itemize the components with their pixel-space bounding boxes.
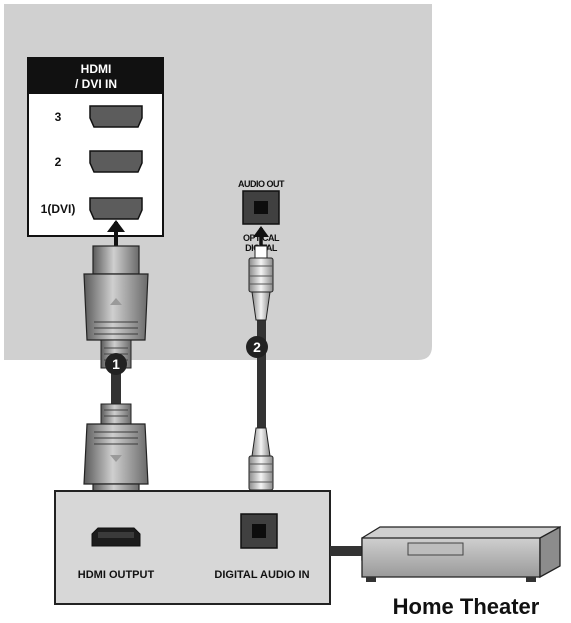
- hdmi-cable: 1: [83, 220, 149, 532]
- device-connector-bar: [330, 546, 362, 556]
- hdmi-port-3-label: 3: [55, 110, 62, 124]
- digital-audio-in-port: [240, 513, 278, 549]
- hdmi-port-3-socket: [89, 105, 143, 128]
- hdmi-port-2: 2: [55, 150, 143, 173]
- hdmi-header-line2: / DVI IN: [75, 77, 117, 91]
- step-1-number: 1: [112, 356, 120, 372]
- hdmi-port-2-label: 2: [55, 155, 62, 169]
- optical-plug-upper: [248, 226, 274, 321]
- hdmi-port-1-socket: [89, 197, 143, 220]
- device-back-panel: [54, 490, 331, 605]
- digital-audio-in-label: DIGITAL AUDIO IN: [214, 569, 309, 581]
- hdmi-port-3: 3: [55, 105, 143, 128]
- hdmi-port-2-socket: [89, 150, 143, 173]
- step-2-number: 2: [253, 339, 261, 355]
- hdmi-plug-upper: [83, 220, 149, 369]
- hdmi-header-line1: HDMI: [81, 62, 112, 76]
- step-1-badge: 1: [105, 353, 127, 375]
- device-name: Home Theater: [393, 594, 540, 619]
- hdmi-port-1: 1(DVI): [41, 197, 143, 220]
- hdmi-output-label: HDMI OUTPUT: [78, 569, 155, 581]
- hdmi-dvi-in-block: HDMI / DVI IN 3 2 1(DVI): [27, 57, 164, 237]
- hdmi-output-port: [91, 527, 141, 547]
- optical-cable: 2: [246, 226, 274, 525]
- step-2-badge: 2: [246, 336, 268, 358]
- hdmi-port-1-label: 1(DVI): [41, 202, 76, 216]
- home-theater-icon: [361, 525, 561, 582]
- audio-out-label: AUDIO OUT: [238, 179, 285, 189]
